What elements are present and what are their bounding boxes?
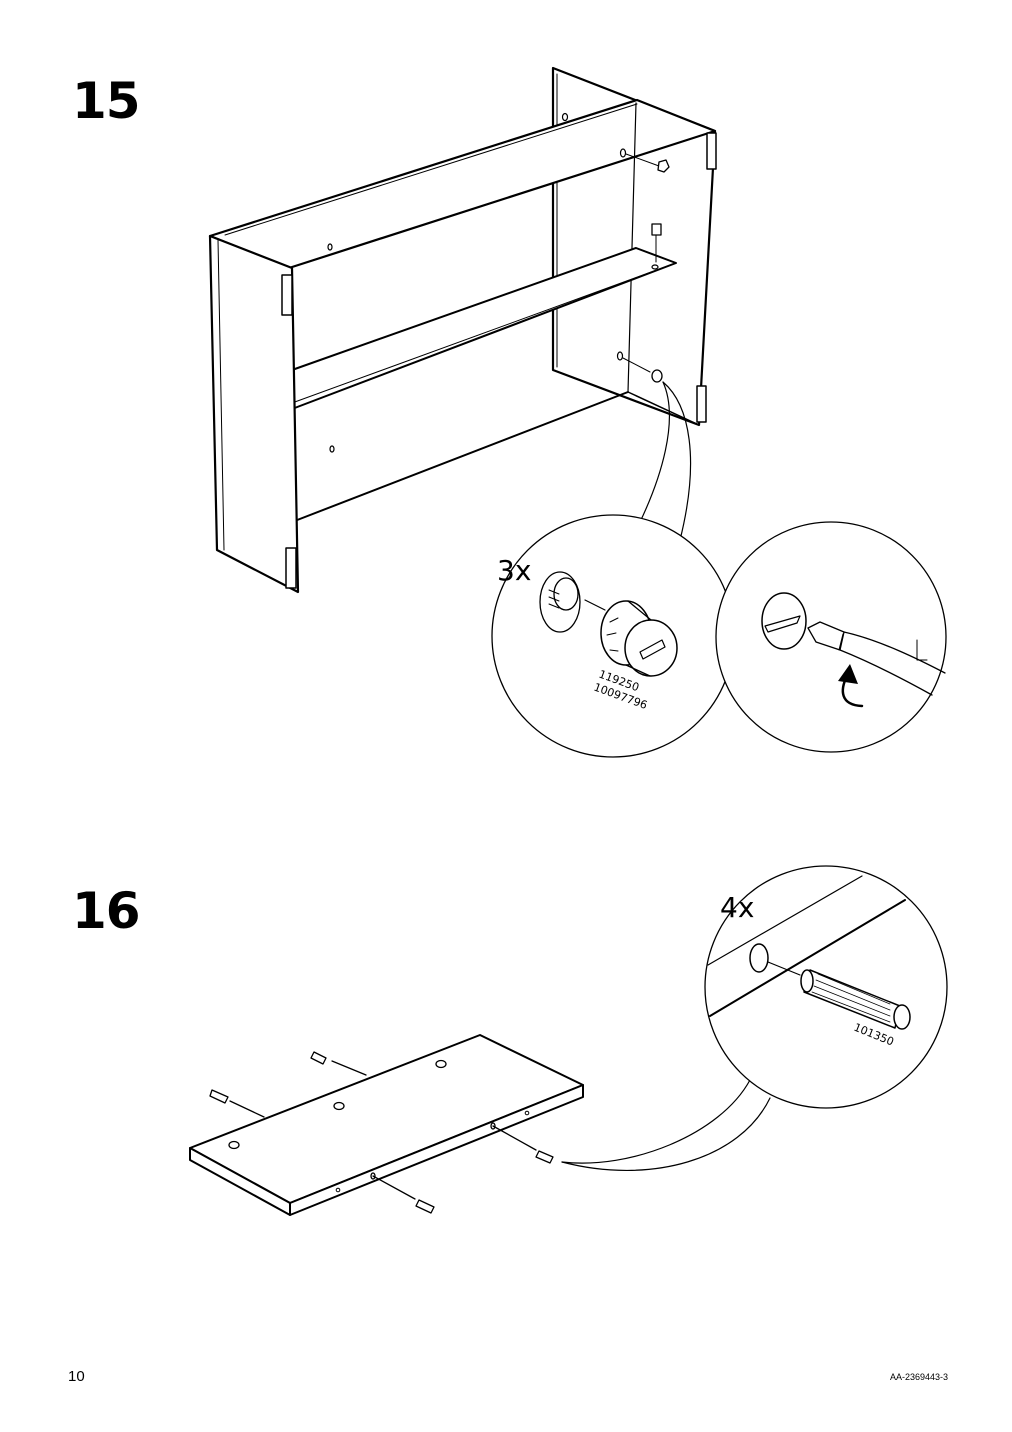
dowel xyxy=(370,1172,435,1214)
step-16-shelf-illustration xyxy=(189,1034,771,1216)
front-side-panel xyxy=(208,234,300,594)
document-code: AA-2369443-3 xyxy=(889,1372,948,1382)
step-16-dowel-callout xyxy=(704,865,948,1109)
dowel xyxy=(209,1089,265,1118)
step-15-screwdriver-callout xyxy=(715,521,947,753)
dowel xyxy=(310,1051,367,1076)
step-16-quantity: 4x xyxy=(720,891,754,924)
step-15-frame-illustration xyxy=(208,66,717,594)
step-15-quantity: 3x xyxy=(497,554,531,587)
step-15-cam-lock-callout xyxy=(491,514,735,758)
step-16-number: 16 xyxy=(72,882,141,940)
page-number: 10 xyxy=(68,1368,85,1385)
step-15-number: 15 xyxy=(72,72,141,130)
dowel xyxy=(490,1122,554,1164)
